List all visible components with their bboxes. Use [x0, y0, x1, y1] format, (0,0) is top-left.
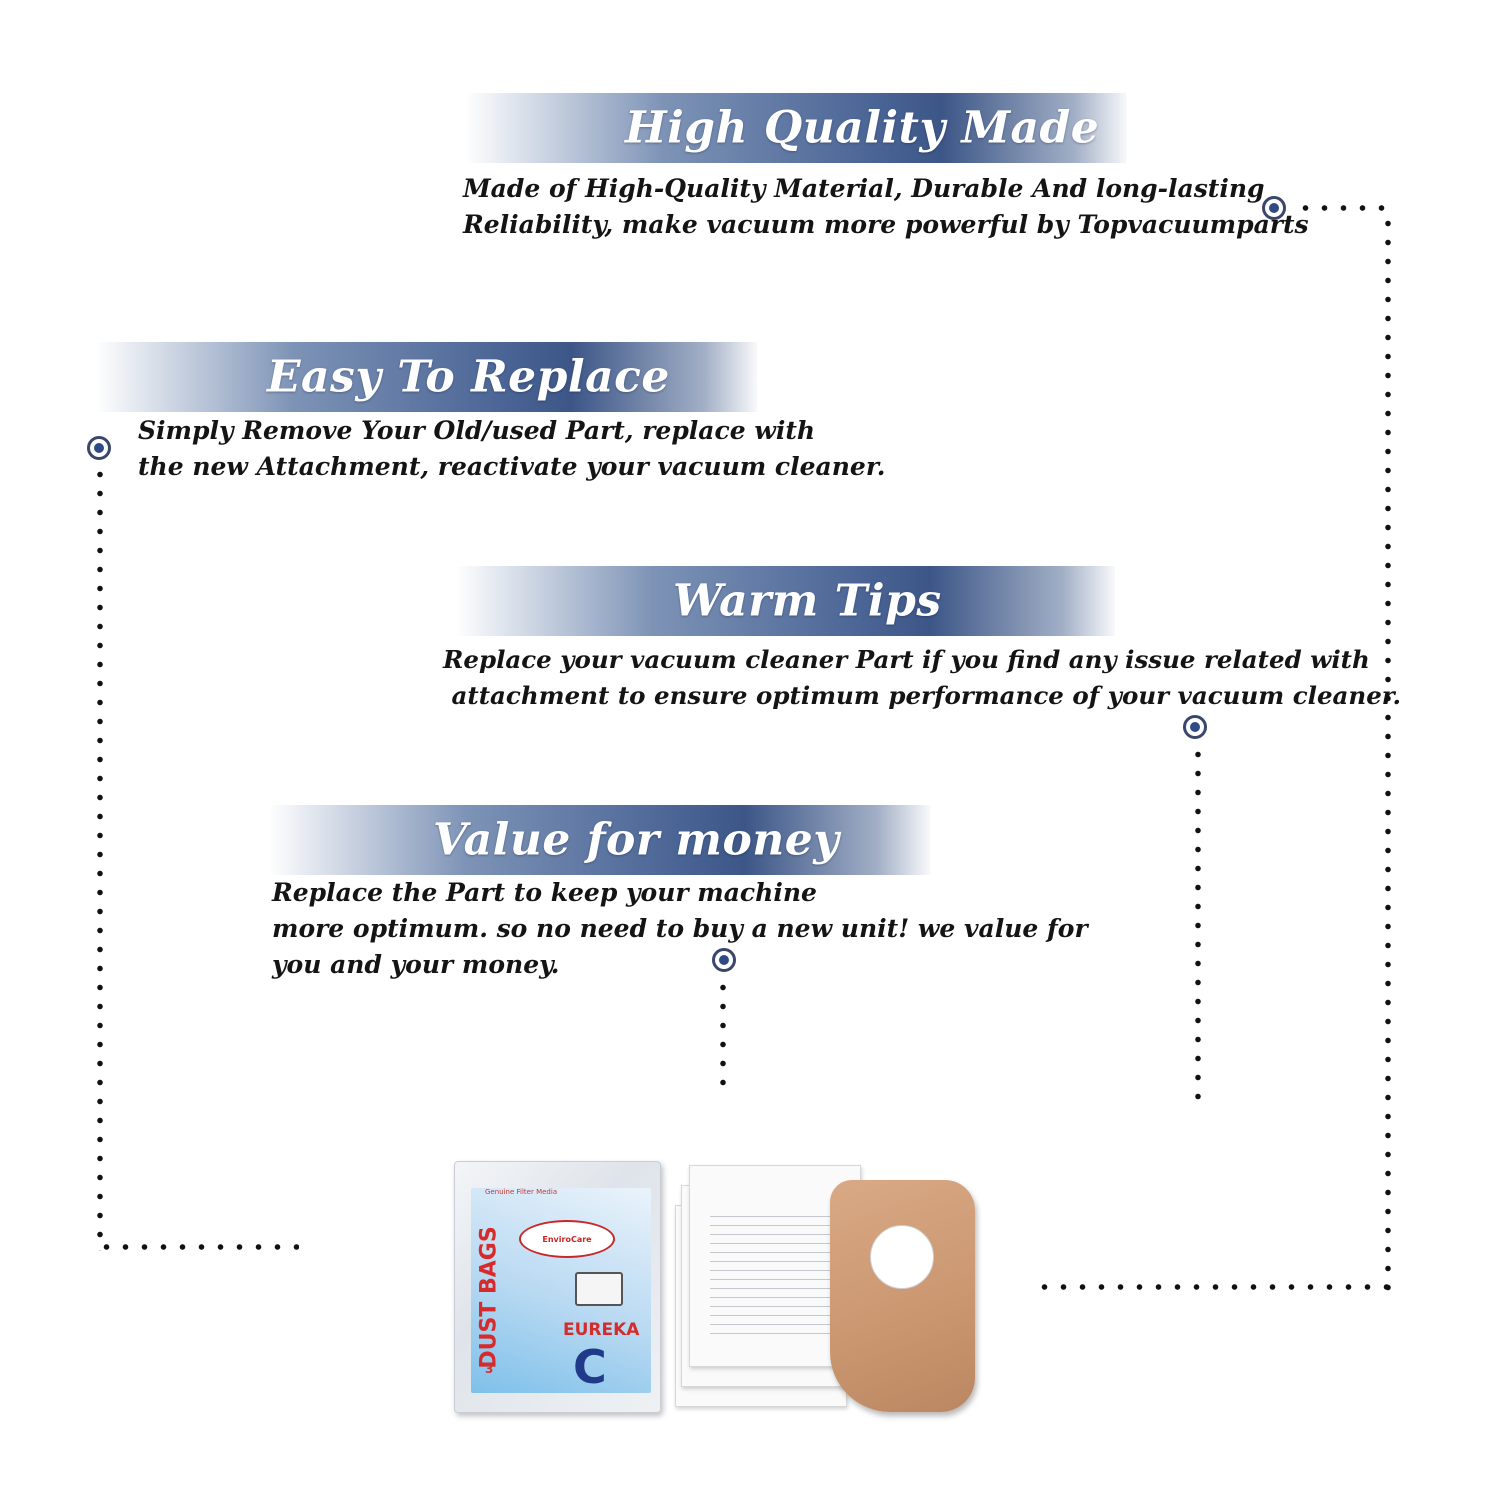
package-letter: C: [573, 1340, 607, 1394]
section-title: Value for money: [433, 814, 840, 866]
dotted-connector: [720, 978, 726, 1093]
banner-high-quality: High Quality Made: [465, 93, 1127, 163]
package-count: 3: [485, 1362, 494, 1376]
description-line: Made of High-Quality Material, Durable A…: [463, 174, 1265, 203]
bullet-marker-icon: [87, 436, 111, 460]
description-line: you and your money.: [272, 950, 560, 979]
dotted-connector: [97, 465, 103, 1251]
description-line: Simply Remove Your Old/used Part, replac…: [138, 416, 816, 445]
section-description: Simply Remove Your Old/used Part, replac…: [138, 413, 885, 485]
description-line: Replace your vacuum cleaner Part if you …: [443, 645, 1370, 674]
description-line: more optimum. so no need to buy a new un…: [272, 914, 1088, 943]
section-description: Replace your vacuum cleaner Part if you …: [443, 642, 1401, 714]
banner-warm-tips: Warm Tips: [455, 566, 1115, 636]
product-image: Genuine Filter Media EnviroCare DUST BAG…: [450, 1155, 990, 1420]
package-logo: EnviroCare: [519, 1220, 615, 1258]
bullet-marker-icon: [712, 948, 736, 972]
dotted-connector: [97, 1244, 299, 1250]
dotted-connector: [1035, 1284, 1392, 1290]
bullet-marker-icon: [1183, 715, 1207, 739]
section-description: Replace the Part to keep your machine mo…: [272, 875, 1088, 983]
dotted-connector: [1195, 745, 1201, 1107]
collar-hole: [870, 1225, 934, 1289]
dust-bag-package: Genuine Filter Media EnviroCare DUST BAG…: [454, 1161, 661, 1413]
description-line: attachment to ensure optimum performance…: [443, 681, 1402, 710]
section-title: High Quality Made: [625, 102, 1100, 154]
description-line: the new Attachment, reactivate your vacu…: [138, 452, 886, 481]
banner-easy-replace: Easy To Replace: [95, 342, 757, 412]
dotted-connector: [1385, 214, 1391, 1292]
bag-collar: [830, 1180, 975, 1412]
banner-value-money: Value for money: [268, 805, 930, 875]
dust-bags: [675, 1165, 985, 1415]
package-brand: EUREKA: [563, 1320, 640, 1340]
section-title: Warm Tips: [673, 575, 942, 627]
section-description: Made of High-Quality Material, Durable A…: [463, 171, 1309, 243]
package-side-label: DUST BAGS: [476, 1225, 502, 1369]
bag-icon: [575, 1272, 623, 1306]
description-line: Reliability, make vacuum more powerful b…: [463, 210, 1309, 239]
description-line: Replace the Part to keep your machine: [272, 878, 817, 907]
bullet-marker-icon: [1262, 196, 1286, 220]
package-top-text: Genuine Filter Media: [485, 1188, 558, 1196]
section-title: Easy To Replace: [267, 351, 670, 403]
dotted-connector: [1296, 205, 1392, 211]
